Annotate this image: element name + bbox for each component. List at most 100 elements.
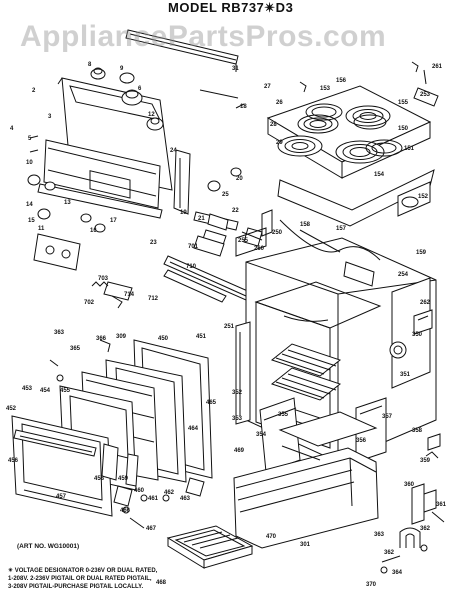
callout: 356 bbox=[356, 438, 367, 444]
callout: 468 bbox=[156, 580, 167, 586]
callout: 5 bbox=[28, 136, 32, 142]
callout: 10 bbox=[26, 160, 33, 166]
callout: 455 bbox=[60, 388, 71, 394]
callout: 255 bbox=[238, 238, 249, 244]
callout: 464 bbox=[188, 426, 199, 432]
callout: 451 bbox=[196, 334, 207, 340]
callout: 159 bbox=[416, 250, 427, 256]
callout: 16 bbox=[90, 228, 97, 234]
callout: 24 bbox=[170, 148, 177, 154]
voltage-note-line: ✴ VOLTAGE DESIGNATOR 0-236V OR DUAL RATE… bbox=[8, 568, 158, 574]
callout: 363 bbox=[54, 330, 65, 336]
callout: 469 bbox=[234, 448, 245, 454]
callout: 29 bbox=[276, 140, 283, 146]
callout: 358 bbox=[412, 428, 423, 434]
bottom-right-parts bbox=[380, 433, 445, 574]
broiler-pan bbox=[166, 525, 254, 569]
callout: 19 bbox=[180, 210, 187, 216]
callout: 28 bbox=[270, 122, 277, 128]
callout: 4 bbox=[10, 126, 14, 132]
callout: 254 bbox=[398, 272, 409, 278]
callout-labels: 31 8 9 12 2 3 4 5 6 10 13 16 24 25 20 23… bbox=[6, 62, 447, 588]
callout: 466 bbox=[120, 508, 131, 514]
callout: 22 bbox=[232, 208, 239, 214]
callout: 21 bbox=[198, 216, 205, 222]
callout: 459 bbox=[118, 476, 129, 482]
callout: 31 bbox=[232, 66, 239, 72]
callout: 712 bbox=[148, 296, 159, 302]
callout: 9 bbox=[120, 66, 124, 72]
callout: 458 bbox=[94, 476, 105, 482]
control-panel-assembly bbox=[27, 29, 251, 309]
callout: 355 bbox=[278, 412, 289, 418]
callout: 363 bbox=[374, 532, 385, 538]
callout: 362 bbox=[420, 526, 431, 532]
callout: 250 bbox=[272, 230, 283, 236]
callout: 702 bbox=[84, 300, 95, 306]
cooktop-assembly bbox=[266, 61, 439, 227]
callout: 454 bbox=[40, 388, 51, 394]
callout: 251 bbox=[224, 324, 235, 330]
callout: 463 bbox=[180, 496, 191, 502]
callout: 155 bbox=[398, 100, 409, 106]
oven-door-assembly bbox=[11, 339, 213, 529]
callout: 26 bbox=[276, 100, 283, 106]
control-trim-strip bbox=[37, 183, 163, 219]
callout: 8 bbox=[88, 62, 92, 68]
callout: 153 bbox=[320, 86, 331, 92]
callout: 450 bbox=[158, 336, 169, 342]
callout: 351 bbox=[400, 372, 411, 378]
oven-body bbox=[235, 209, 437, 473]
callout: 3 bbox=[48, 114, 52, 120]
drawer-front bbox=[233, 447, 379, 549]
callout: 23 bbox=[150, 240, 157, 246]
callout: 262 bbox=[420, 300, 431, 306]
panel-endcap-right bbox=[173, 149, 191, 215]
callout: 158 bbox=[300, 222, 311, 228]
callout: 453 bbox=[22, 386, 33, 392]
door-handle bbox=[13, 429, 97, 457]
callout: 151 bbox=[404, 146, 415, 152]
watermark: AppliancePartsPros.com bbox=[20, 20, 387, 53]
callout: 11 bbox=[38, 226, 45, 232]
callout: 452 bbox=[6, 406, 17, 412]
callout: 6 bbox=[138, 86, 142, 92]
voltage-note-line: 1-208V. 2-236V PIGTAIL OR DUAL RATED PIG… bbox=[8, 576, 152, 582]
callout: 261 bbox=[432, 64, 443, 70]
model-title: MODEL RB737✴D3 bbox=[168, 0, 294, 15]
callout: 710 bbox=[186, 264, 197, 270]
callout: 365 bbox=[70, 346, 81, 352]
callout: 14 bbox=[26, 202, 33, 208]
callout: 2 bbox=[32, 88, 36, 94]
callout: 460 bbox=[134, 488, 145, 494]
callout: 467 bbox=[146, 526, 157, 532]
callout: 366 bbox=[96, 336, 107, 342]
timer-module bbox=[33, 233, 81, 271]
callout: 260 bbox=[254, 246, 265, 252]
callout: 152 bbox=[418, 194, 429, 200]
callout: 703 bbox=[98, 276, 109, 282]
callout: 359 bbox=[420, 458, 431, 464]
callout: 17 bbox=[110, 218, 117, 224]
callout: 457 bbox=[56, 494, 67, 500]
callout: 309 bbox=[116, 334, 127, 340]
callout: 461 bbox=[148, 496, 159, 502]
callout: 470 bbox=[266, 534, 277, 540]
callout: 18 bbox=[240, 104, 247, 110]
callout: 157 bbox=[336, 226, 347, 232]
art-number: (ART NO. WG10001) bbox=[17, 543, 80, 550]
callout: 12 bbox=[148, 112, 155, 118]
callout: 253 bbox=[420, 92, 431, 98]
callout: 350 bbox=[412, 332, 423, 338]
callout: 15 bbox=[28, 218, 35, 224]
callout: 13 bbox=[64, 200, 71, 206]
callout: 362 bbox=[384, 550, 395, 556]
callout: 354 bbox=[256, 432, 267, 438]
callout: 357 bbox=[382, 414, 393, 420]
callout: 364 bbox=[392, 570, 403, 576]
oven-racks bbox=[270, 343, 342, 401]
callout: 462 bbox=[164, 490, 175, 496]
callout: 150 bbox=[398, 126, 409, 132]
